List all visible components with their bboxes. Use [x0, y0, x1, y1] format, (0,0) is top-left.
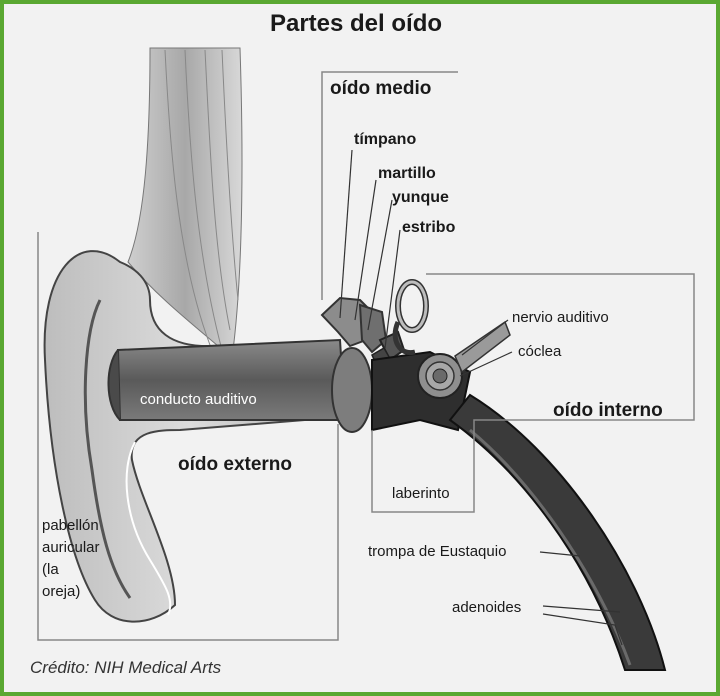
- ear-canal: [108, 340, 372, 432]
- label-nervio-auditivo: nervio auditivo: [512, 309, 609, 326]
- label-trompa: trompa de Eustaquio: [368, 543, 506, 560]
- label-oido-medio: oído medio: [330, 78, 431, 99]
- label-yunque: yunque: [392, 189, 449, 206]
- label-laberinto: laberinto: [392, 485, 450, 502]
- label-oido-interno: oído interno: [553, 400, 663, 421]
- label-timpano: tímpano: [354, 131, 416, 148]
- label-martillo: martillo: [378, 165, 436, 182]
- label-pabellon-line: auricular: [42, 539, 100, 556]
- eustachian-tube: [450, 395, 665, 670]
- label-conducto-auditivo: conducto auditivo: [140, 391, 257, 408]
- label-adenoides: adenoides: [452, 599, 521, 616]
- label-estribo: estribo: [402, 219, 456, 236]
- label-pabellon-line: pabellón: [42, 517, 99, 534]
- label-oido-externo: oído externo: [178, 454, 292, 475]
- figure-credit: Crédito: NIH Medical Arts: [30, 658, 221, 678]
- label-pabellon-line: (la: [42, 561, 59, 578]
- label-pabellon-line: oreja): [42, 583, 80, 600]
- label-coclea: cóclea: [518, 343, 562, 360]
